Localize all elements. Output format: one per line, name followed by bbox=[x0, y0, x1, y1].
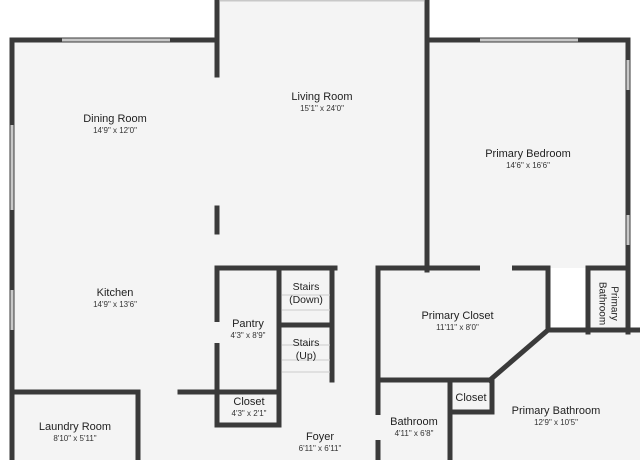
floor-bedroom bbox=[427, 40, 628, 268]
label-primary-bedroom: Primary Bedroom 14'6" x 16'6" bbox=[485, 148, 571, 171]
label-dining-room: Dining Room 14'9" x 12'0" bbox=[83, 113, 147, 136]
wall-diagonal bbox=[486, 326, 552, 384]
label-primary-bathroom: Primary Bathroom 12'9" x 10'5" bbox=[511, 405, 601, 428]
label-stairs-up: Stairs (Up) bbox=[292, 337, 320, 362]
label-living-room: Living Room 15'1" x 24'0" bbox=[291, 91, 353, 114]
door-gaps bbox=[214, 265, 512, 440]
label-primary-closet: Primary Closet 11'11" x 8'0" bbox=[421, 310, 494, 333]
label-bathroom: Bathroom 4'11" x 6'8" bbox=[390, 416, 438, 439]
windows bbox=[10, 0, 630, 330]
floor-main bbox=[12, 40, 217, 460]
floor-areas bbox=[12, 0, 640, 460]
label-primary-bathroom-small: Primary Bathroom bbox=[597, 281, 620, 326]
label-pantry: Pantry 4'3" x 8'9" bbox=[230, 318, 266, 341]
floor-primary-bath-small bbox=[588, 268, 628, 332]
label-closet-bath: Closet bbox=[455, 392, 487, 404]
label-stairs-down: Stairs (Down) bbox=[289, 281, 323, 306]
label-laundry-room: Laundry Room 8'10" x 5'11" bbox=[38, 421, 112, 444]
stair-treads bbox=[282, 294, 330, 373]
label-foyer: Foyer 6'11" x 6'11" bbox=[298, 431, 342, 454]
floor-bath-lower bbox=[490, 330, 640, 460]
label-kitchen: Kitchen 14'9" x 13'6" bbox=[93, 287, 137, 310]
label-closet-hall: Closet 4'3" x 2'1" bbox=[231, 396, 267, 419]
